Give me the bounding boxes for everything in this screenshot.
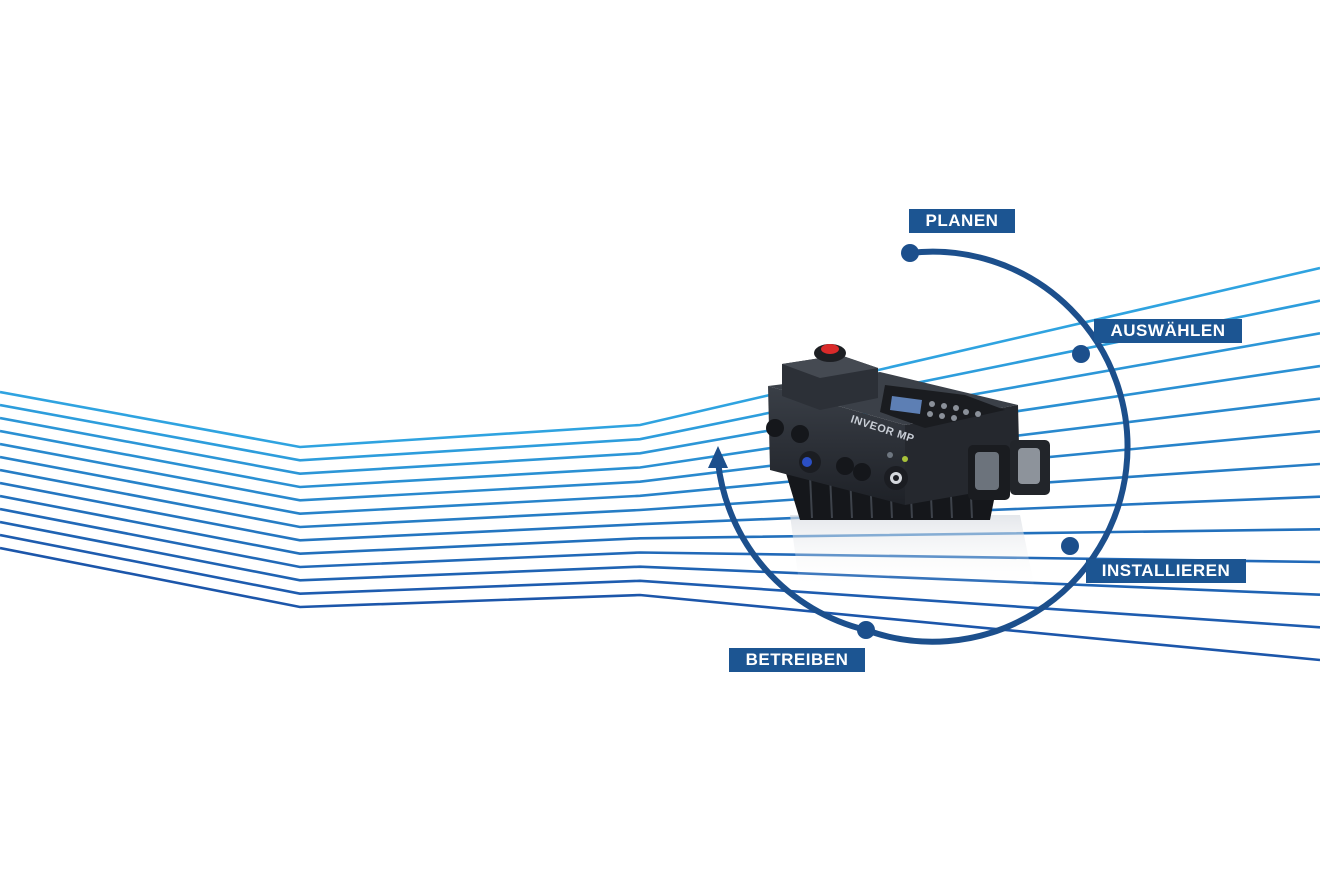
flow-line: [0, 266, 1320, 449]
side-connectors: [968, 440, 1050, 500]
cycle-arrowhead: [708, 446, 728, 468]
stage-label-betreiben: BETREIBEN: [729, 648, 865, 672]
stage-label-installieren: INSTALLIEREN: [1086, 559, 1246, 583]
drive-device-image: INVEOR MP: [766, 344, 1050, 590]
node-betreiben: [857, 621, 875, 639]
device-housing-front: [768, 386, 905, 505]
node-installieren: [1061, 537, 1079, 555]
flow-line: [0, 332, 1320, 476]
cycle-arc-main: [863, 248, 1131, 645]
flow-line: [0, 364, 1320, 489]
node-auswaehlen: [1072, 345, 1090, 363]
cycle-ring: [708, 244, 1131, 645]
display-screen: [890, 396, 922, 414]
flow-line: [0, 546, 1320, 662]
keypad-buttons: [927, 401, 981, 421]
cable-glands: [766, 419, 908, 490]
node-planen: [901, 244, 919, 262]
flow-line: [0, 533, 1320, 629]
flow-line: [0, 299, 1320, 462]
cycle-arc-return: [715, 459, 869, 633]
device-reflection: [790, 515, 1035, 590]
stage-label-planen: PLANEN: [909, 209, 1015, 233]
stage-label-auswaehlen: AUSWÄHLEN: [1094, 319, 1242, 343]
